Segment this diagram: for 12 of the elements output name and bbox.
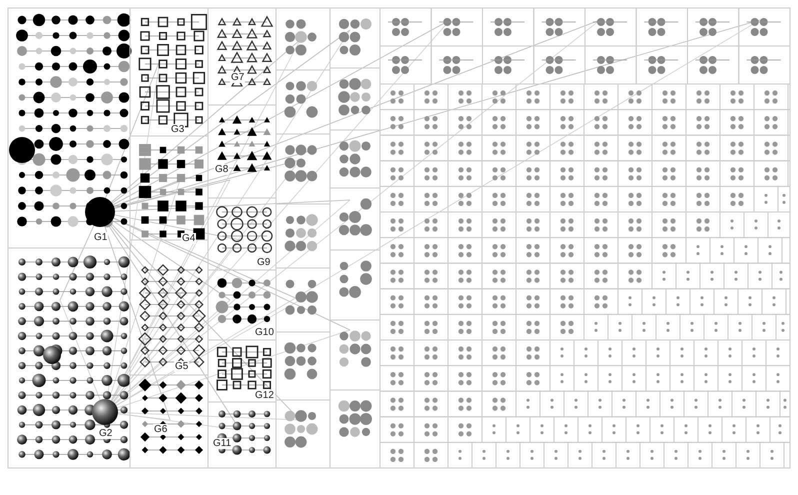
group-label: G2 <box>98 428 114 439</box>
group-label: G12 <box>254 390 275 401</box>
group-label: G11 <box>212 438 232 449</box>
group-label: G9 <box>256 257 272 268</box>
group-label: G5 <box>174 361 190 372</box>
group-label: G8 <box>214 164 230 175</box>
group-label: G7 <box>230 72 246 83</box>
group-label: G1 <box>93 232 108 243</box>
group-label: G4 <box>181 233 196 244</box>
group-label: G3 <box>170 124 186 135</box>
group-label: G10 <box>254 327 275 338</box>
group-label: G6 <box>153 424 168 435</box>
